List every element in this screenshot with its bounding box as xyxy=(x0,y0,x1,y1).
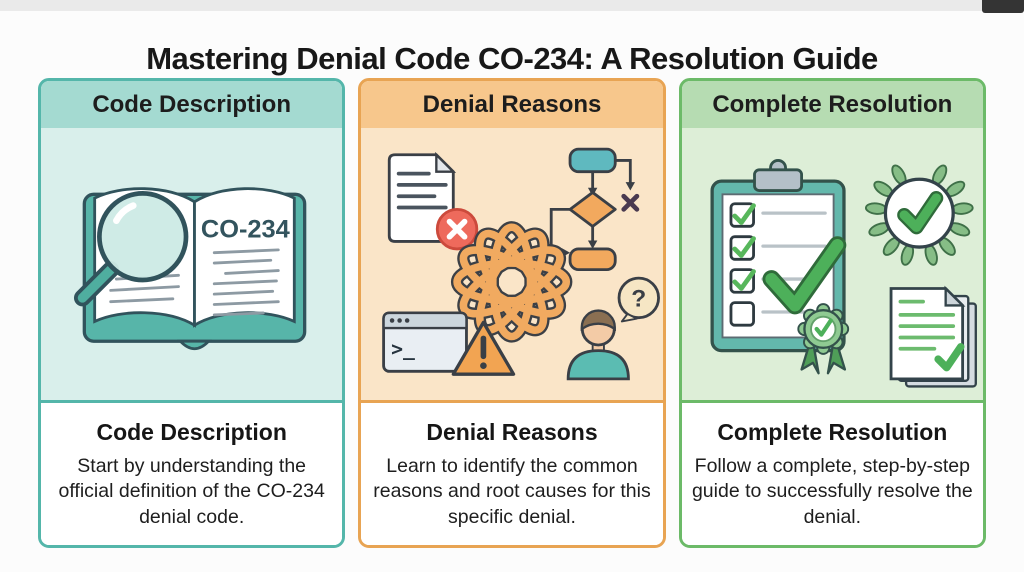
person-question-icon: ? xyxy=(567,276,661,381)
card-heading: Code Description xyxy=(96,419,287,445)
illustration-complete-resolution xyxy=(681,128,983,400)
card-heading: Denial Reasons xyxy=(426,419,598,445)
approved-documents-icon xyxy=(889,285,977,388)
card-complete-resolution: Complete Resolution xyxy=(678,78,986,548)
illustration-code-description: CO-234 xyxy=(41,128,343,400)
card-code-description: Code Description xyxy=(38,78,346,548)
card-denial-reasons: Denial Reasons xyxy=(358,78,666,548)
magnifier-icon xyxy=(73,191,189,307)
book-page-label: CO-234 xyxy=(201,216,290,244)
top-right-corner-artifact xyxy=(982,0,1024,13)
complete-resolution-illustration xyxy=(710,159,977,388)
columns-container: Code Description xyxy=(38,78,986,548)
rejected-document-icon xyxy=(388,151,479,251)
card-heading: Complete Resolution xyxy=(717,419,948,445)
laurel-check-icon xyxy=(864,164,974,266)
terminal-prompt: >_ xyxy=(391,337,415,360)
card-header-code-description: Code Description xyxy=(41,81,343,128)
top-edge-artifact xyxy=(0,0,1024,11)
text-section-denial-reasons: Denial Reasons Learn to identify the com… xyxy=(361,400,663,545)
card-body-text: Learn to identify the common reasons and… xyxy=(373,455,651,528)
text-section-complete-resolution: Complete Resolution Follow a complete, s… xyxy=(681,400,983,545)
tangled-knot-icon xyxy=(451,221,573,343)
award-ribbon-icon xyxy=(797,303,849,375)
card-header-denial-reasons: Denial Reasons xyxy=(361,81,663,128)
broken-flowchart-icon xyxy=(550,147,640,272)
card-body-text: Start by understanding the official defi… xyxy=(58,455,325,528)
question-mark: ? xyxy=(632,285,647,312)
terminal-warning-icon: >_ xyxy=(382,311,516,376)
open-book-magnifier-illustration: CO-234 xyxy=(73,187,307,351)
text-section-code-description: Code Description Start by understanding … xyxy=(41,400,343,545)
illustration-denial-reasons: >_ ? xyxy=(361,128,663,400)
card-header-complete-resolution: Complete Resolution xyxy=(681,81,983,128)
page-title: Mastering Denial Code CO-234: A Resoluti… xyxy=(146,40,878,76)
card-body-text: Follow a complete, step-by-step guide to… xyxy=(691,455,973,528)
denial-reasons-illustration: >_ ? xyxy=(382,147,661,381)
